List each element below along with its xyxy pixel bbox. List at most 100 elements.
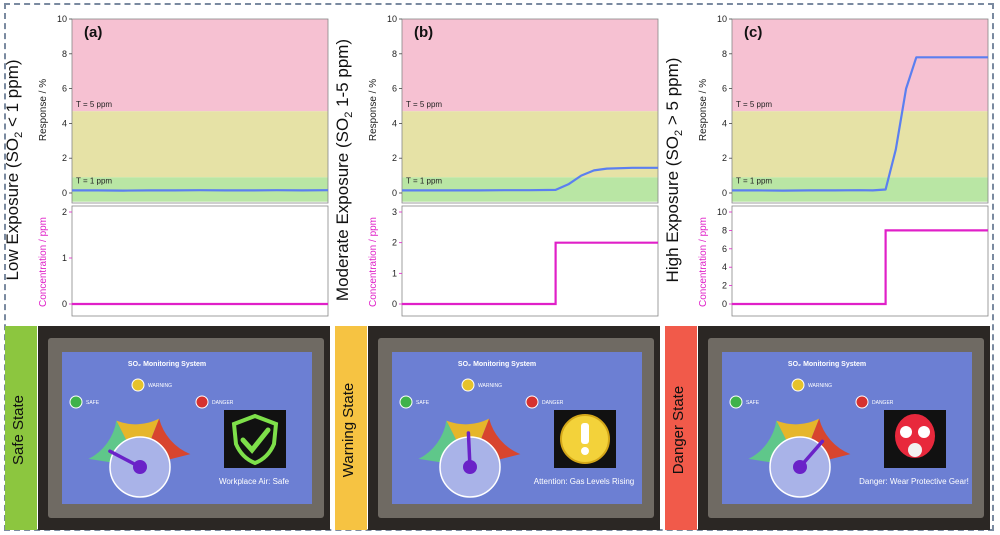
status-safe-indicator	[399, 395, 413, 409]
gas-mask-icon	[895, 414, 935, 458]
band-danger	[402, 19, 658, 112]
panel-label: (a)	[84, 24, 102, 41]
response-tick-label: 8	[722, 49, 727, 59]
status-safe-indicator	[69, 395, 83, 409]
status-safe-indicator	[729, 395, 743, 409]
panel-label: (c)	[744, 24, 762, 41]
response-tick-label: 0	[392, 188, 397, 198]
response-plot-frame	[731, 18, 989, 204]
status-warning-label: WARNING	[478, 383, 502, 389]
response-tick-label: 8	[392, 49, 397, 59]
threshold-low-label: T = 1 ppm	[76, 176, 112, 185]
concentration-axis-label: Concentration / ppm	[698, 217, 709, 307]
panel-2: Moderate Exposure (SO2 1-5 ppm)Response …	[333, 14, 660, 530]
concentration-tick-label: 10	[717, 207, 727, 217]
response-tick-label: 2	[722, 153, 727, 163]
side-title-subscript: 2	[13, 132, 25, 138]
response-axis-label: Response / %	[698, 79, 709, 141]
exclamation-bar	[581, 423, 589, 444]
screen-message: Workplace Air: Safe	[219, 477, 290, 486]
panel-3: High Exposure (SO2 > 5 ppm) Response / % C…	[663, 14, 990, 530]
concentration-plot-frame	[401, 205, 659, 317]
concentration-tick-label: 2	[62, 207, 67, 217]
status-danger-indicator	[195, 395, 209, 409]
concentration-tick-label: 1	[62, 253, 67, 263]
state-tab	[335, 326, 367, 530]
mask-eye-left	[900, 426, 912, 438]
band-danger	[72, 19, 328, 112]
concentration-tick-label: 8	[722, 225, 727, 235]
gauge-warning-arc	[776, 418, 820, 443]
threshold-high-label: T = 5 ppm	[406, 100, 442, 109]
gauge-warning-arc	[446, 418, 490, 443]
alert-icon-box	[224, 410, 286, 468]
mask-eye-right	[918, 426, 930, 438]
status-danger-label: DANGER	[212, 400, 234, 406]
status-warning-label: WARNING	[808, 383, 832, 389]
concentration-tick-label: 2	[392, 238, 397, 248]
concentration-tick-label: 0	[62, 299, 67, 309]
response-tick-label: 6	[722, 84, 727, 94]
band-warning	[732, 111, 988, 178]
status-safe-label: SAFE	[416, 400, 430, 406]
screen-title: SO₂ Monitoring System	[788, 361, 866, 368]
state-label: Danger State	[670, 386, 687, 474]
concentration-tick-label: 0	[722, 299, 727, 309]
status-warning-indicator	[791, 378, 805, 392]
state-label: Warning State	[340, 383, 357, 478]
response-tick-label: 4	[722, 118, 727, 128]
status-safe-label: SAFE	[86, 400, 100, 406]
status-warning-label: WARNING	[148, 383, 172, 389]
concentration-series-line	[732, 229, 988, 306]
response-series-line	[402, 166, 658, 192]
screen-title: SO₂ Monitoring System	[458, 361, 536, 368]
response-tick-label: 10	[387, 14, 397, 24]
screen-title: SO₂ Monitoring System	[128, 361, 206, 368]
threshold-high-label: T = 5 ppm	[736, 100, 772, 109]
gauge-center	[133, 460, 147, 474]
gauge-warning-arc	[116, 418, 160, 443]
concentration-tick-label: 3	[392, 207, 397, 217]
response-tick-label: 2	[62, 153, 67, 163]
response-tick-label: 4	[392, 118, 397, 128]
side-title: Low Exposure (SO2 < 1 ppm)	[3, 59, 25, 280]
status-danger-indicator	[525, 395, 539, 409]
side-title-subscript: 2	[343, 112, 355, 118]
concentration-series-line	[402, 241, 658, 306]
response-tick-label: 6	[392, 84, 397, 94]
threshold-high-label: T = 5 ppm	[76, 100, 112, 109]
threshold-low-label: T = 1 ppm	[736, 176, 772, 185]
side-title-end: < 1 ppm)	[3, 59, 22, 131]
side-title-text: Moderate Exposure (SO	[333, 118, 352, 301]
status-warning-indicator	[131, 378, 145, 392]
side-title: Moderate Exposure (SO2 1-5 ppm)	[333, 39, 355, 301]
threshold-low-label: T = 1 ppm	[406, 176, 442, 185]
side-title-subscript: 2	[673, 130, 685, 136]
concentration-plot-frame	[731, 205, 989, 317]
side-title: High Exposure (SO2 > 5 ppm)	[663, 58, 685, 283]
response-tick-label: 10	[717, 14, 727, 24]
concentration-tick-label: 1	[392, 268, 397, 278]
check-mark	[240, 427, 271, 454]
response-tick-label: 2	[392, 153, 397, 163]
concentration-tick-label: 2	[722, 281, 727, 291]
side-title-text: Low Exposure (SO	[3, 138, 22, 281]
concentration-tick-label: 6	[722, 244, 727, 254]
side-title-text: High Exposure (SO	[663, 136, 682, 282]
response-axis-label: Response / %	[38, 79, 49, 141]
band-danger	[732, 19, 988, 112]
status-danger-label: DANGER	[542, 400, 564, 406]
band-warning	[72, 111, 328, 178]
concentration-axis-label: Concentration / ppm	[368, 217, 379, 307]
shield-check-icon	[231, 413, 279, 466]
state-tab	[665, 326, 697, 530]
panel-label: (b)	[414, 24, 433, 41]
panel-1: Low Exposure (SO2 < 1 ppm)Response / %Co…	[3, 14, 330, 530]
mask-filter	[908, 443, 922, 457]
band-warning	[402, 111, 658, 178]
response-tick-label: 0	[722, 188, 727, 198]
concentration-tick-label: 4	[722, 262, 727, 272]
gauge-center	[463, 460, 477, 474]
